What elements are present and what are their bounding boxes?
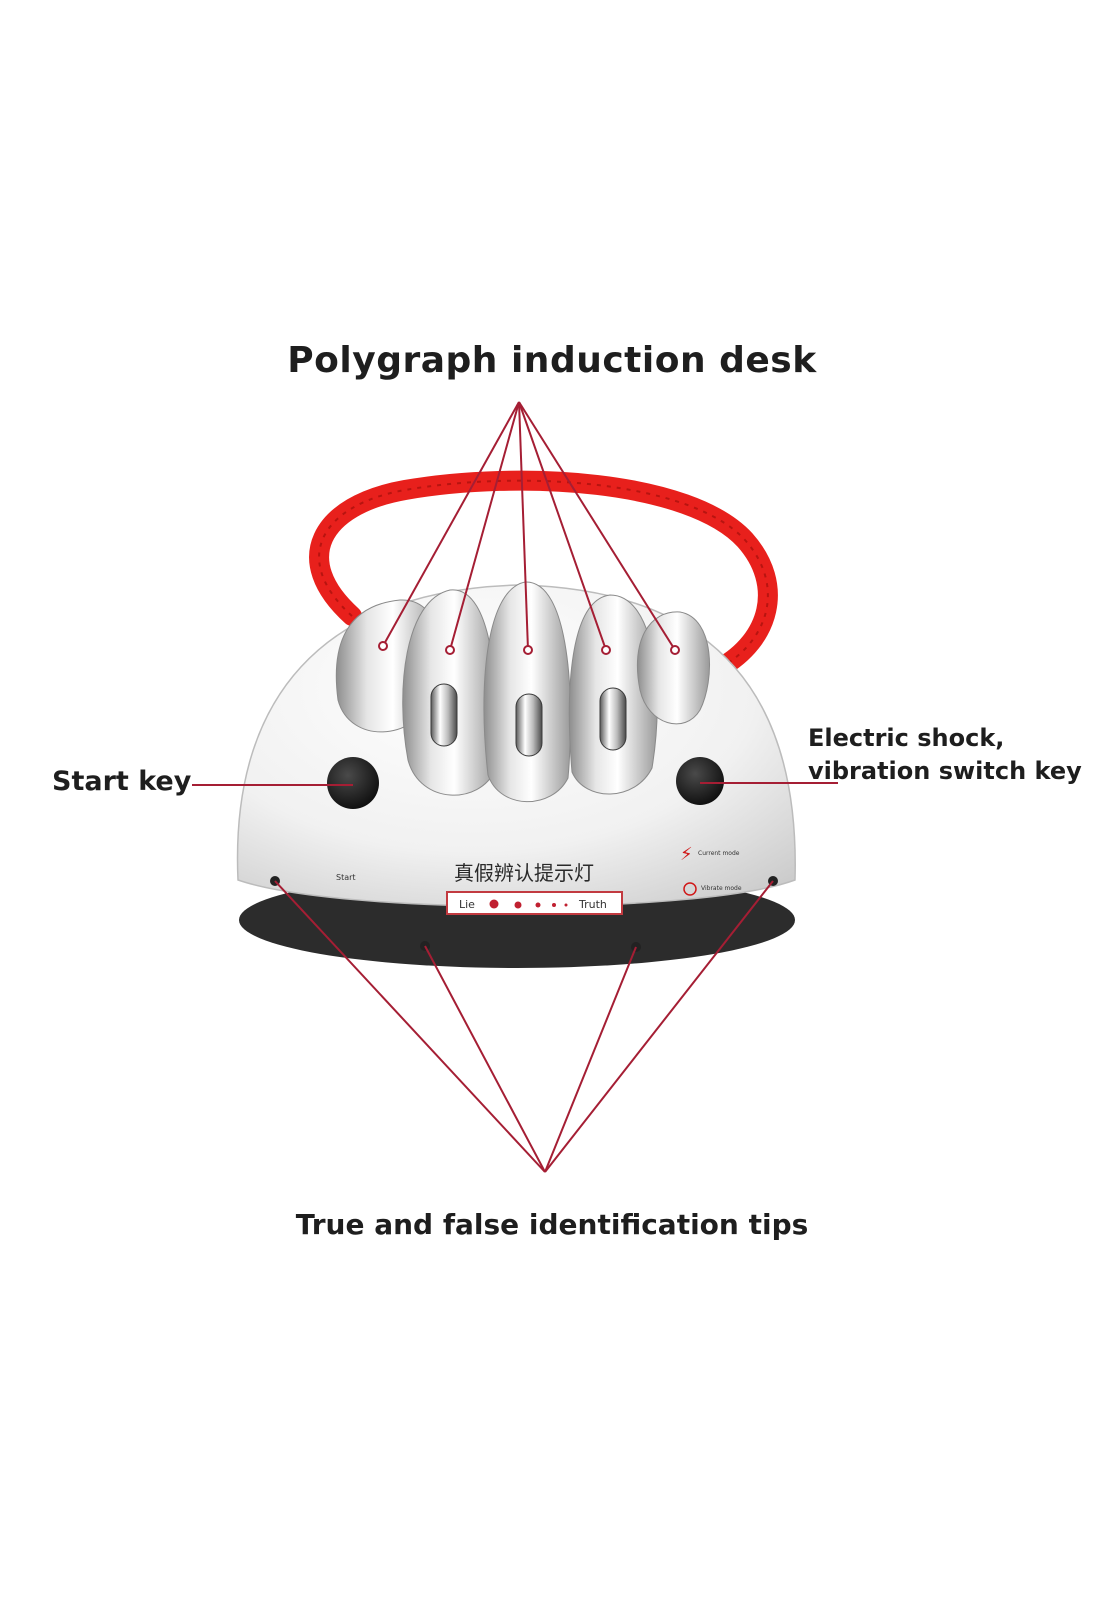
- start-key[interactable]: [327, 757, 379, 809]
- indicator-light-5: [564, 903, 568, 907]
- indicator-light-3: [535, 902, 541, 908]
- current-mode-label: Current mode: [698, 850, 740, 857]
- electrode-3: [599, 687, 627, 751]
- switch-key[interactable]: [676, 757, 724, 805]
- panel-chinese-text: 真假辨认提示灯: [454, 861, 594, 885]
- electrode-1: [430, 683, 458, 747]
- label-polygraph-induction-desk: Polygraph induction desk: [287, 340, 817, 381]
- finger-rest-5: [636, 611, 710, 725]
- finger-rest-3: [483, 581, 572, 803]
- lightning-icon: ⚡: [680, 844, 693, 865]
- electrode-2: [515, 693, 543, 757]
- carry-strap: [309, 470, 778, 678]
- label-identification-tips: True and false identification tips: [295, 1208, 809, 1241]
- vibrate-mode-label: Vibrate mode: [701, 885, 742, 892]
- vibrate-icon: [683, 882, 697, 896]
- label-shock-line-2: vibration switch key: [808, 757, 1082, 785]
- indicator-light-1: [489, 899, 499, 909]
- electrodes: [430, 683, 627, 757]
- callout-dots: [378, 641, 680, 655]
- indicator-light-4: [552, 903, 556, 907]
- indicator-light-2: [514, 901, 522, 909]
- label-start-key: Start key: [52, 766, 192, 797]
- label-shock-switch-key: Electric shock, vibration switch key: [808, 722, 1082, 788]
- label-shock-line-1: Electric shock,: [808, 724, 1005, 752]
- front-panel: Start 真假辨认提示灯 Lie Truth ⚡ Current mode V…: [336, 844, 742, 915]
- finger-rests: [335, 581, 710, 803]
- indicator-box: [446, 891, 623, 915]
- lie-label: Lie: [459, 898, 475, 911]
- start-small-label: Start: [336, 873, 356, 882]
- callout-lines: [192, 401, 838, 1173]
- truth-label: Truth: [578, 898, 607, 911]
